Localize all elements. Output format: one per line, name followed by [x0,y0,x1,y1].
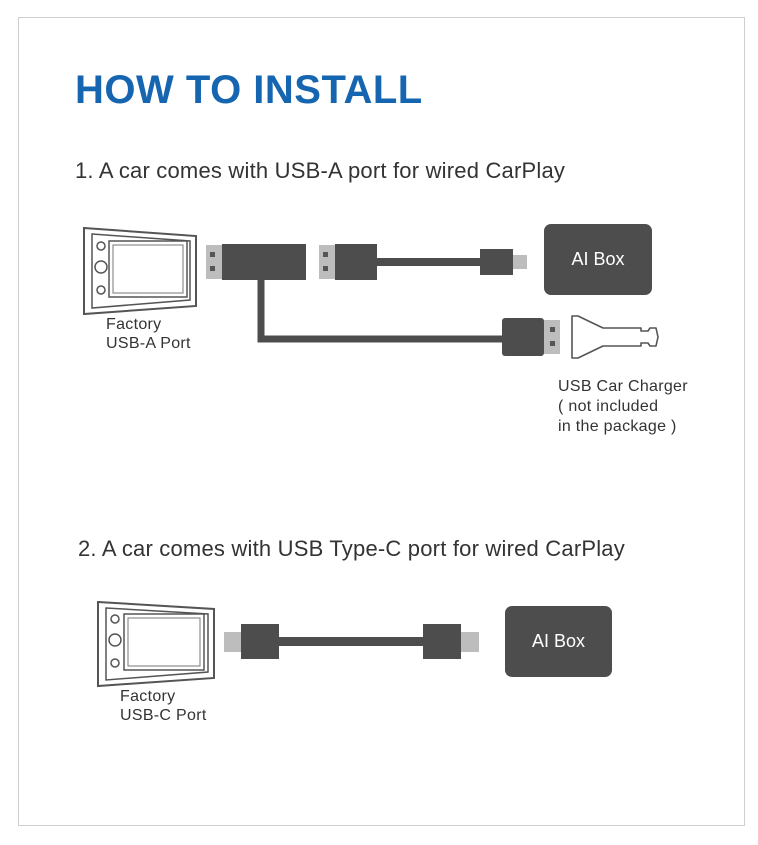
port-label-line: Factory [106,316,162,333]
usb-a-plug-charger [502,318,560,356]
usb-a-plug-left [206,244,306,280]
factory-usb-c-port-label: Factory USB-C Port [120,687,207,725]
charger-label-line: in the package ) [558,418,677,435]
ai-box-1: AI Box [544,224,652,295]
section1-heading: 1. A car comes with USB-A port for wired… [75,158,566,183]
car-charger-label: USB Car Charger ( not included in the pa… [558,377,688,437]
ai-box-2: AI Box [505,606,612,677]
usb-a-plug-right [319,244,377,280]
port-label-line: USB-A Port [106,335,191,352]
charger-label-line: ( not included [558,398,659,415]
port-label-line: USB-C Port [120,707,207,724]
port-label-line: Factory [120,688,176,705]
page-frame [18,17,745,826]
head-unit-usb-c-icon [97,600,215,688]
page-title: HOW TO INSTALL [75,68,423,112]
ai-box-2-label: AI Box [531,631,586,651]
usb-c-cable [224,624,479,659]
charger-label-line: USB Car Charger [558,378,688,395]
box-cable [377,258,481,266]
usb-c-plug-box [480,249,527,275]
car-charger-icon [571,315,659,359]
section2-heading: 2. A car comes with USB Type-C port for … [78,536,625,561]
factory-usb-a-port-label: Factory USB-A Port [106,315,191,353]
charger-branch-cable [257,280,504,343]
head-unit-usb-a-icon [83,226,197,316]
ai-box-1-label: AI Box [571,249,625,269]
